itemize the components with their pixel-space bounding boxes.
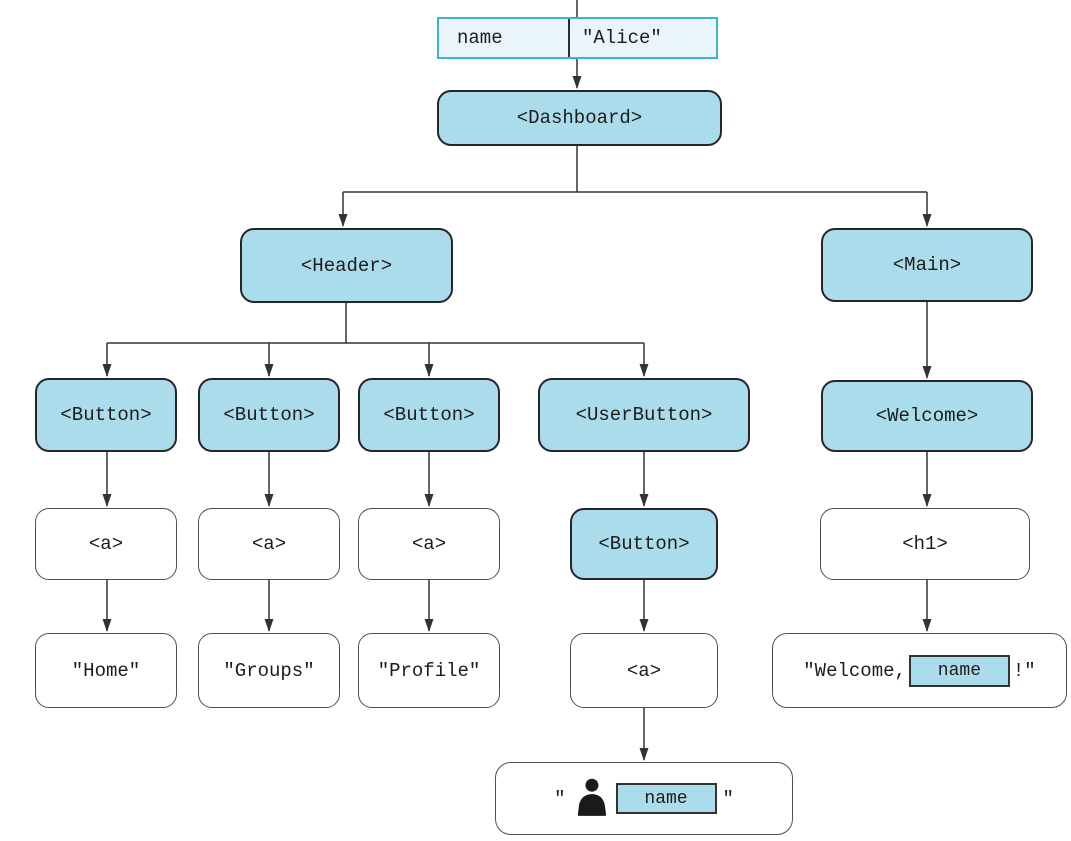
node-dashboard: <Dashboard> (437, 90, 722, 146)
leaf-home-text: "Home" (35, 633, 177, 708)
name-chip: name (615, 783, 717, 814)
leaf-profile-text: "Profile" (358, 633, 500, 708)
node-main: <Main> (821, 228, 1033, 302)
node-userbutton-button: <Button> (570, 508, 718, 580)
user-label-open-quote: " (554, 787, 566, 810)
node-a-2: <a> (198, 508, 340, 580)
person-silhouette-icon (572, 777, 610, 820)
welcome-text-suffix: !" (1012, 659, 1036, 682)
node-a-1: <a> (35, 508, 177, 580)
node-userbutton: <UserButton> (538, 378, 750, 452)
leaf-welcome-text: "Welcome, name !" (772, 633, 1067, 708)
node-button-3: <Button> (358, 378, 500, 452)
node-button-1: <Button> (35, 378, 177, 452)
welcome-text-prefix: "Welcome, (803, 659, 906, 682)
node-h1: <h1> (820, 508, 1030, 580)
node-header: <Header> (240, 228, 453, 303)
node-a-3: <a> (358, 508, 500, 580)
leaf-groups-text: "Groups" (198, 633, 340, 708)
props-value-cell: "Alice" (582, 27, 662, 49)
user-label-close-quote: " (722, 787, 734, 810)
props-key-cell: name (439, 19, 570, 57)
node-welcome: <Welcome> (821, 380, 1033, 452)
props-table: name "Alice" (437, 17, 718, 59)
node-button-2: <Button> (198, 378, 340, 452)
node-userbutton-a: <a> (570, 633, 718, 708)
leaf-user-label: " name " (495, 762, 793, 835)
name-chip: name (908, 654, 1010, 687)
